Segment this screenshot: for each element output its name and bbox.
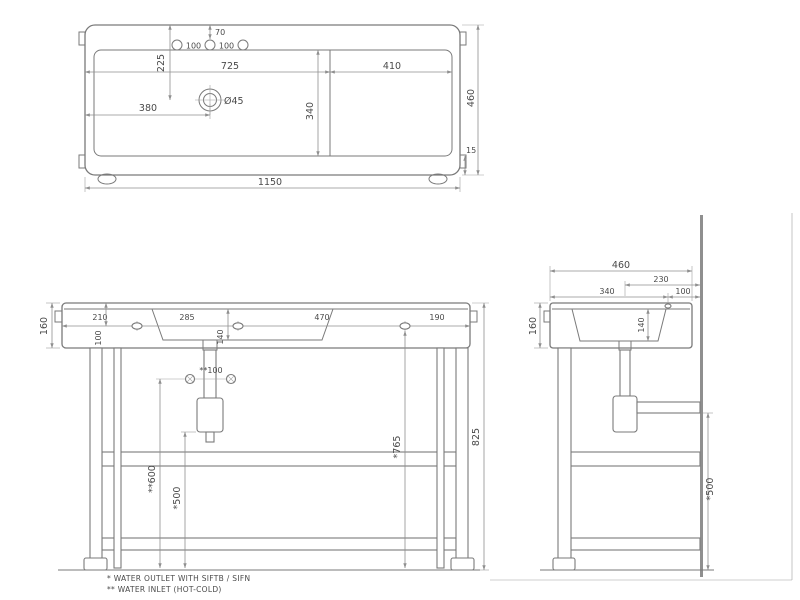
dim-overall-width: 1150	[258, 177, 282, 188]
trap-bottle	[196, 397, 224, 433]
dim-taphole-spacing-1: 100	[186, 42, 201, 51]
front-view: 160 210 285 470 190 100 140 **100 **600 …	[39, 302, 489, 571]
dim-total-height: 825	[471, 428, 482, 446]
foot	[552, 557, 576, 571]
dim-taphole-from-back: 70	[215, 28, 225, 37]
dim-overall-depth: 460	[466, 89, 477, 107]
dim-outlet-height: *500	[172, 487, 183, 510]
dim-apron-height: 160	[39, 317, 50, 335]
stand-rail-lower	[569, 537, 701, 551]
apron-hole	[131, 322, 143, 330]
foot-plan	[97, 173, 117, 185]
wall-outlet-pipe	[636, 401, 701, 414]
dim-hole-from-wall: 100	[675, 287, 690, 296]
dim-drain-from-wall: 230	[653, 275, 668, 284]
dim-hole-offset-right: 190	[429, 313, 444, 322]
front-view-dimensions: 160 210 285 470 190 100 140 **100 **600 …	[39, 302, 489, 571]
dim-hole-from-front: 340	[599, 287, 614, 296]
dim-basin-zone-width: 725	[221, 61, 239, 72]
apron-hole	[399, 322, 411, 330]
dim-hole-offset-left: 210	[92, 313, 107, 322]
side-view: 460 230 340 100 160 140 *500	[528, 215, 716, 577]
side-geometry	[540, 215, 714, 577]
apron-hole	[232, 322, 244, 330]
dim-inlet-spacing: **100	[199, 366, 222, 375]
top-view-dimensions: 70 100 100 225 725 410 380 Ø45 340	[84, 24, 484, 192]
foot	[450, 557, 475, 571]
trap-tailpipe	[619, 349, 631, 397]
dim-hole-spacing-1: 285	[179, 313, 194, 322]
footnotes: * WATER OUTLET WITH SIFTB / SIFN ** WATE…	[107, 574, 250, 594]
dim-bowl-depth: 140	[216, 329, 225, 344]
basin-side	[549, 302, 693, 349]
mount-tab	[54, 310, 63, 323]
dim-hole-height: *765	[392, 436, 403, 459]
dim-overall-depth: 460	[612, 260, 630, 271]
dim-taphole-spacing-2: 100	[219, 42, 234, 51]
stand-rail-upper	[569, 451, 701, 467]
dim-drain-from-left: 380	[139, 103, 157, 114]
dim-hole-from-top: 100	[94, 330, 103, 345]
water-inlet-symbol	[225, 373, 237, 385]
trap-outlet-stub	[205, 431, 215, 443]
footnote-water-inlet: ** WATER INLET (HOT-COLD)	[107, 585, 222, 594]
leg	[89, 347, 103, 569]
deck-hole	[664, 303, 672, 309]
mount-tab	[78, 31, 86, 46]
mount-tab	[469, 310, 478, 323]
dim-outlet-height: *500	[705, 478, 716, 501]
tap-holes-plan	[171, 39, 249, 51]
leg	[557, 347, 572, 569]
foot	[83, 557, 108, 571]
front-geometry	[54, 302, 480, 571]
dim-shelf-width: 410	[383, 61, 401, 72]
trap-bottle	[612, 395, 638, 433]
mount-tab	[543, 310, 551, 323]
dim-inlet-height: **600	[147, 465, 158, 493]
stand-rail-lower	[101, 537, 457, 551]
wall-line	[700, 215, 703, 577]
dim-front-ledge: 15	[466, 146, 476, 155]
bowl-side-profile	[571, 308, 667, 342]
water-inlet-symbol	[184, 373, 196, 385]
leg	[113, 347, 122, 569]
leg	[436, 347, 445, 569]
sheet-frame	[490, 213, 793, 581]
top-view-plan: 70 100 100 225 725 410 380 Ø45 340	[78, 24, 484, 192]
dim-drain-diameter: Ø45	[224, 96, 244, 107]
mount-tab	[459, 31, 467, 46]
basin-plan-outline	[78, 24, 467, 185]
footnote-water-outlet: * WATER OUTLET WITH SIFTB / SIFN	[107, 574, 250, 583]
foot-plan	[428, 173, 448, 185]
dim-hole-spacing-2: 470	[314, 313, 329, 322]
leg	[455, 347, 469, 569]
dim-basin-inner-depth: 340	[305, 102, 316, 120]
mount-tab	[78, 154, 86, 169]
dim-bowl-depth: 140	[637, 317, 646, 332]
side-view-dimensions: 460 230 340 100 160 140 *500	[528, 260, 716, 571]
dim-drain-from-back: 225	[156, 54, 167, 72]
dim-apron-height: 160	[528, 317, 539, 335]
